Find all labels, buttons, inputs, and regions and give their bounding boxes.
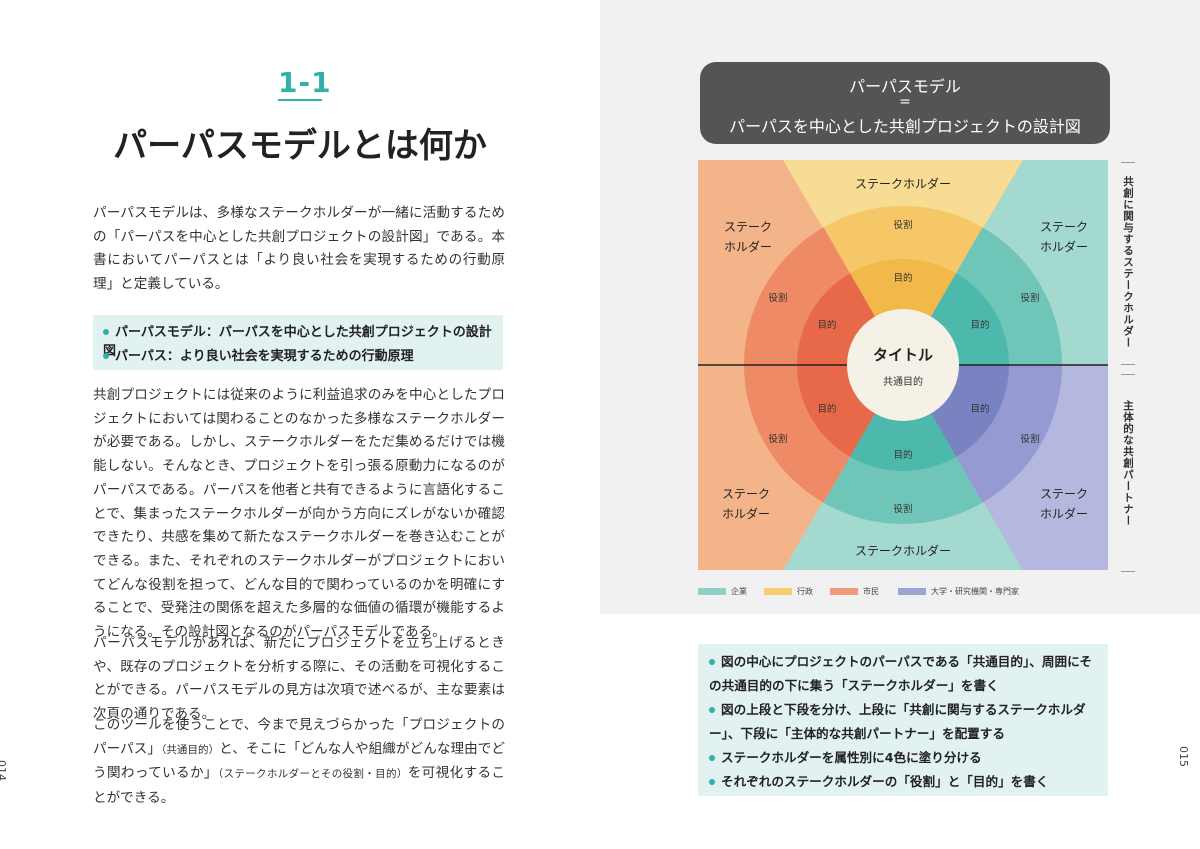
key-points-box: パーパスモデル：パーパスを中心とした共創プロジェクトの設計図 パーパス：より良い… (93, 315, 503, 370)
legend-swatch (698, 588, 726, 595)
role-label: 役割 (768, 433, 787, 445)
note-item: ステークホルダーを属性別に4色に塗り分ける (709, 746, 1101, 770)
paragraph-intro: パーパスモデルは、多様なステークホルダーが一緒に活動するための「パーパスを中心と… (93, 205, 505, 293)
note-item: それぞれのステークホルダーの「役割」と「目的」を書く (709, 770, 1101, 794)
note-item: 図の上段と下段を分け、上段に「共創に関与するステークホルダー」、下段に「主体的な… (709, 702, 1086, 741)
note-item: 図の中心にプロジェクトのパーパスである「共通目的」、周囲にその共通目的の下に集う… (709, 654, 1093, 693)
role-label: 役割 (893, 503, 912, 515)
center-title: タイトル (873, 346, 933, 364)
left-page: 1-1 パーパスモデルとは何か パーパスモデルは、多様なステークホルダーが一緒に… (0, 66, 506, 807)
role-label: 役割 (893, 219, 912, 231)
section-number-underline (278, 99, 322, 101)
side-label-upper: 共創に関与するステークホルダー (1122, 176, 1134, 349)
stakeholder-label-top: ステークホルダー (855, 176, 951, 191)
side-tick (1121, 364, 1135, 365)
stakeholder-label-bottom: ステークホルダー (855, 543, 951, 558)
role-label: 役割 (1020, 292, 1039, 304)
bullet-icon (709, 754, 715, 761)
stakeholder-label-tl-2: ホルダー (724, 239, 772, 254)
bullet-icon (709, 658, 715, 665)
bullet-icon (103, 352, 109, 359)
page-number-left: 014 (0, 760, 8, 781)
stakeholder-label-tr-2: ホルダー (1040, 239, 1088, 254)
stakeholder-label-br-2: ホルダー (1040, 506, 1088, 521)
purpose-label: 目的 (817, 403, 836, 415)
center-subtitle: 共通目的 (883, 375, 923, 388)
side-label-lower: 主体的な共創パートナー (1122, 400, 1134, 527)
legend-swatch (898, 588, 926, 595)
side-tick (1121, 162, 1135, 163)
legend-swatch (830, 588, 858, 595)
notes-box: 図の中心にプロジェクトのパーパスである「共通目的」、周囲にその共通目的の下に集う… (698, 644, 1108, 796)
header-line-2: = (899, 94, 911, 110)
legend-swatch (764, 588, 792, 595)
diagram-header: パーパスモデル = パーパスを中心とした共創プロジェクトの設計図 (700, 62, 1110, 144)
section-number: 1-1 (278, 66, 332, 99)
header-line-3: パーパスを中心とした共創プロジェクトの設計図 (729, 117, 1081, 136)
purpose-label: 目的 (970, 319, 989, 331)
purpose-model-diagram: タイトル 共通目的 ステークホルダー ステークホルダー ステーク ホルダー ステ… (698, 160, 1108, 570)
side-tick (1121, 374, 1135, 375)
paragraph-tool: このツールを使うことで、今まで見えづらかった「プロジェクトのパーパス」（共通目的… (93, 717, 506, 807)
bullet-icon (103, 328, 109, 335)
purpose-label: 目的 (817, 319, 836, 331)
stakeholder-label-bl-2: ホルダー (722, 506, 770, 521)
stakeholder-label-br-1: ステーク (1040, 487, 1088, 501)
page-number-right: 015 (1177, 746, 1190, 767)
purpose-label: 目的 (893, 449, 912, 461)
role-label: 役割 (1020, 433, 1039, 445)
paragraph-cocreation: 共創プロジェクトには従来のように利益追求のみを中心としたプロジェクトにおいては関… (93, 387, 505, 641)
key-point: パーパス：より良い社会を実現するための行動原理 (103, 345, 414, 364)
purpose-label: 目的 (970, 403, 989, 415)
side-tick (1121, 571, 1135, 572)
legend-item: 企業 (698, 586, 747, 597)
stakeholder-label-bl-1: ステーク (722, 487, 770, 501)
header-line-1: パーパスモデル (849, 77, 961, 96)
stakeholder-label-tl-1: ステーク (724, 220, 772, 234)
purpose-label: 目的 (893, 272, 912, 284)
stakeholder-label-tr-1: ステーク (1040, 220, 1088, 234)
page-title: パーパスモデルとは何か (113, 126, 487, 166)
bullet-icon (709, 706, 715, 713)
bullet-icon (709, 778, 715, 785)
role-label: 役割 (768, 292, 787, 304)
legend-item: 大学・研究機関・専門家 (898, 586, 1019, 597)
legend-item: 市民 (830, 586, 879, 597)
paragraph-usage: パーパスモデルがあれば、新たにプロジェクトを立ち上げるときや、既存のプロジェクト… (93, 635, 505, 723)
legend-item: 行政 (764, 586, 813, 597)
center-circle (847, 309, 959, 421)
